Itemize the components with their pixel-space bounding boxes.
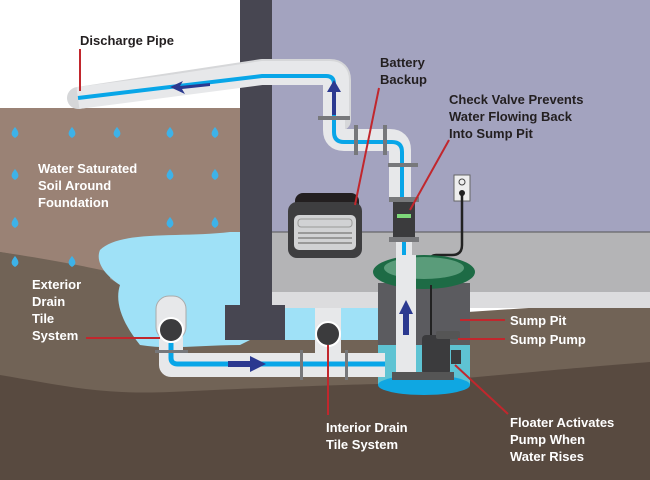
water-drop-icon	[211, 169, 219, 180]
leader-lines	[79, 49, 509, 415]
label-check-valve: Check Valve Prevents Water Flowing Back …	[449, 92, 587, 141]
label-discharge-pipe: Discharge Pipe	[80, 33, 174, 48]
label-floater: Floater Activates Pump When Water Rises	[510, 415, 618, 464]
water-drop-icon	[68, 127, 76, 138]
soil-deep	[0, 362, 650, 480]
water-drop-icon	[211, 217, 219, 228]
water-drop-icon	[11, 127, 19, 138]
drain-flow	[168, 340, 385, 367]
interior-drain-pipe	[315, 321, 341, 347]
label-sump-pump: Sump Pump	[510, 332, 586, 347]
water-drop-icon	[113, 127, 121, 138]
water-drop-icon	[166, 169, 174, 180]
water-drop-icon	[11, 169, 19, 180]
flow-arrow-icon	[399, 300, 413, 335]
floater	[451, 350, 461, 364]
water-drop-icon	[166, 217, 174, 228]
label-saturated-soil: Water Saturated Soil Around Foundation	[38, 161, 141, 210]
label-interior-drain: Interior Drain Tile System	[326, 420, 411, 452]
water-drop-icon	[68, 256, 76, 267]
water-drops	[11, 127, 219, 267]
check-valve-icon	[393, 202, 415, 237]
label-exterior-drain: Exterior Drain Tile System	[32, 277, 85, 343]
exterior-drain-pipe	[158, 317, 184, 343]
footing	[225, 305, 285, 340]
water-drop-icon	[166, 127, 174, 138]
label-sump-pit: Sump Pit	[510, 313, 567, 328]
flow-arrow-icon	[228, 356, 266, 372]
battery-icon	[288, 193, 362, 258]
discharge-flow	[77, 74, 404, 200]
flow-arrow-icon	[327, 80, 341, 115]
foundation-wall	[240, 0, 272, 310]
water-drop-icon	[11, 256, 19, 267]
sump-pump	[422, 335, 450, 375]
flow-arrow-icon	[170, 81, 210, 94]
water-drop-icon	[11, 217, 19, 228]
label-battery-backup: Battery Backup	[380, 55, 428, 87]
water-drop-icon	[211, 127, 219, 138]
